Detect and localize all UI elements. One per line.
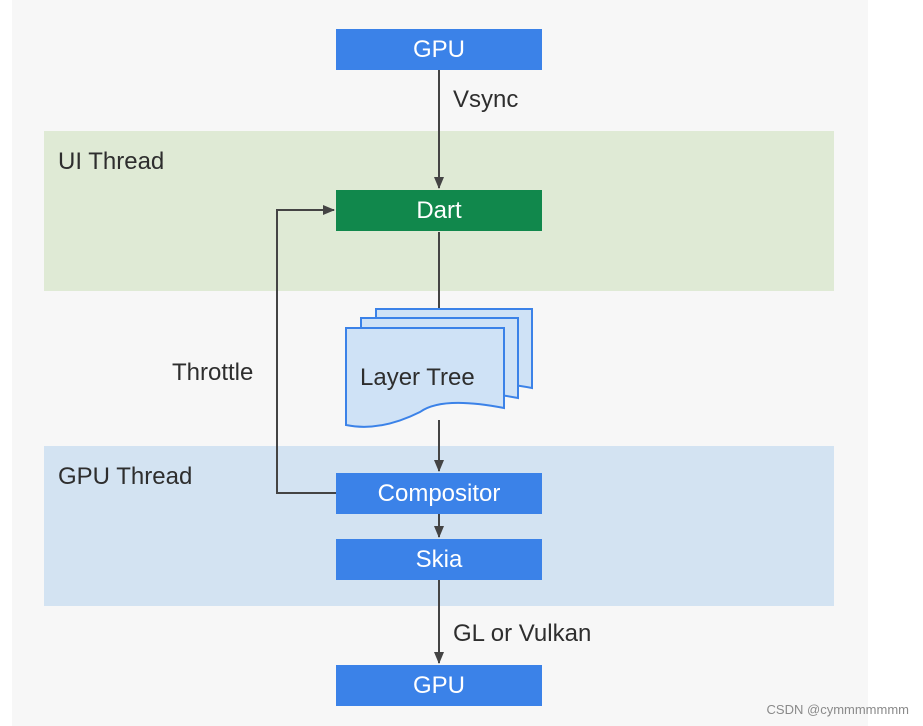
gpu-thread-label: GPU Thread: [58, 463, 193, 490]
gpu-top-node: GPU: [336, 29, 542, 70]
compositor-node: Compositor: [336, 473, 542, 514]
skia-node: Skia: [336, 539, 542, 580]
watermark-text: CSDN @cymmmmmmm: [766, 702, 909, 717]
layer-tree-sheet-front: [345, 327, 505, 428]
ui-thread-label: UI Thread: [58, 148, 165, 175]
gpu-bottom-node: GPU: [336, 665, 542, 706]
vsync-label: Vsync: [453, 86, 519, 113]
throttle-arrow: [276, 205, 336, 494]
dart-node: Dart: [336, 190, 542, 231]
gl-or-vulkan-label: GL or Vulkan: [453, 620, 592, 647]
layer-tree-label: Layer Tree: [360, 364, 475, 391]
throttle-label: Throttle: [172, 359, 254, 386]
layer-tree-stack: [345, 308, 533, 428]
